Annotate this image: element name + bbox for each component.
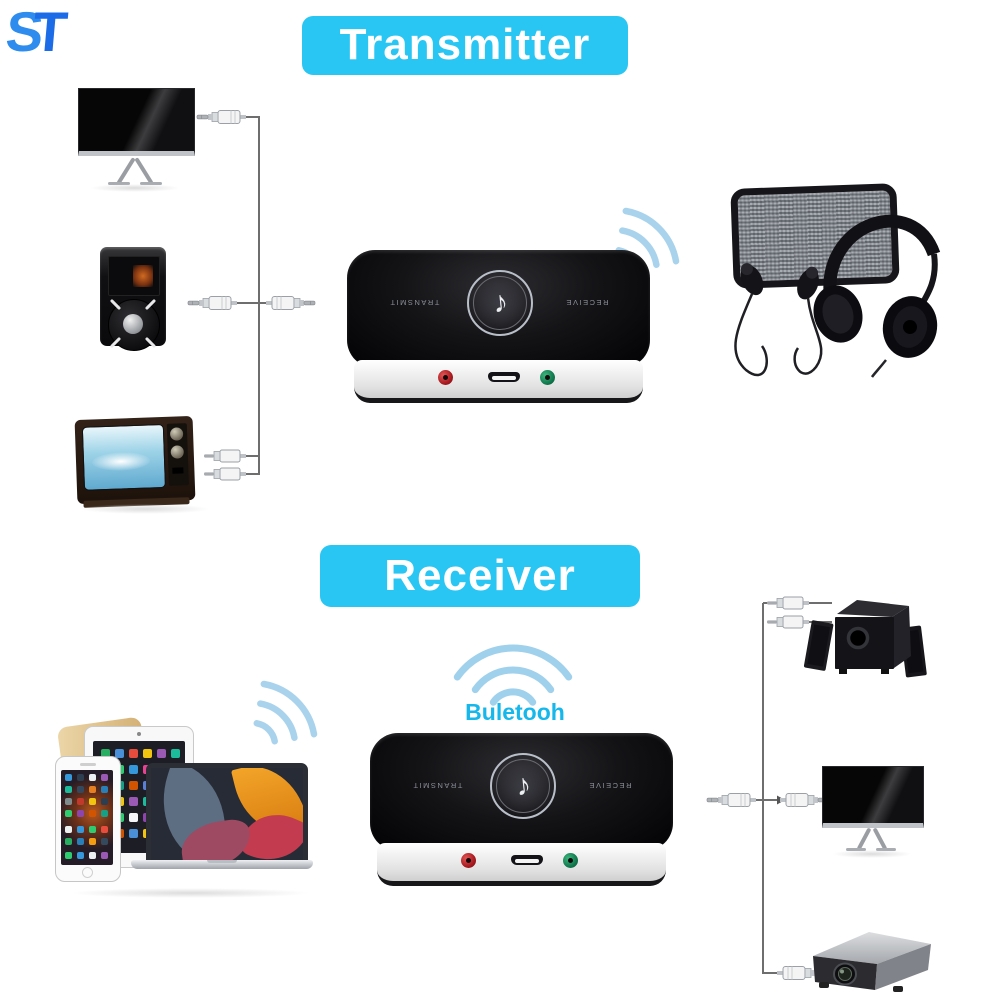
- aux-jack-plug-icon: [187, 296, 238, 310]
- aux-jack-plug-icon: [196, 110, 247, 124]
- app-icons-grid: [101, 749, 110, 758]
- iphone-earpiece: [80, 763, 96, 766]
- receive-mode-label: RECEIVE: [587, 781, 631, 790]
- mp3-screen: [108, 256, 160, 296]
- subwoofer-port: [846, 626, 870, 650]
- monitor-stand-foot: [108, 182, 130, 185]
- audio-out-port-green: [540, 370, 555, 385]
- rca-plug-icon: [203, 467, 247, 481]
- tablet-camera: [137, 732, 141, 736]
- pc-monitor: [78, 88, 195, 156]
- receive-mode-label: RECEIVE: [564, 298, 608, 307]
- app-icons-grid: [65, 774, 72, 781]
- bluetooth-label: Buletooh: [465, 699, 565, 725]
- tv-knob: [169, 427, 184, 441]
- tv-screen-glare: [91, 451, 151, 472]
- projector: [813, 932, 931, 992]
- micro-usb-port: [488, 372, 520, 382]
- audio-out-port-green: [563, 853, 578, 868]
- transmitter-cables: [231, 116, 272, 475]
- transmit-mode-label: TRANSMIT: [412, 781, 463, 790]
- shadow: [90, 184, 180, 192]
- micro-usb-port: [511, 855, 543, 865]
- audio-in-port-red: [461, 853, 476, 868]
- iphone: [55, 756, 121, 882]
- headphones: [813, 214, 941, 378]
- music-note-icon: ♪: [513, 768, 533, 803]
- shadow: [832, 850, 912, 858]
- satellite-speaker: [803, 620, 834, 671]
- wifi-waves-icon: [253, 680, 318, 745]
- tv-vent: [172, 467, 184, 474]
- tv-control-panel: [166, 423, 189, 486]
- monitor-stand-foot: [140, 182, 162, 185]
- aux-jack-plug-icon: [265, 296, 316, 310]
- transmitter-title: Transmitter: [302, 16, 628, 75]
- shadow: [70, 888, 310, 898]
- transmit-mode-label: TRANSMIT: [389, 298, 440, 307]
- device-top-face: TRANSMIT RECEIVE ♪: [370, 733, 673, 851]
- device-front-band: [377, 843, 666, 886]
- speaker-system: [803, 600, 927, 678]
- aux-jack-plug-icon: [706, 793, 757, 807]
- audio-in-port-red: [438, 370, 453, 385]
- iphone-screen: [61, 770, 113, 865]
- music-note-icon: ♪: [490, 285, 510, 320]
- monitor-stand-foot: [846, 848, 866, 851]
- device-logo-ring: ♪: [490, 753, 556, 819]
- laptop-screen: [146, 763, 308, 868]
- rca-plug-icon: [203, 449, 247, 463]
- device-top-face: TRANSMIT RECEIVE ♪: [347, 250, 650, 368]
- monitor-stand-foot: [876, 848, 896, 851]
- mp3-player: [100, 247, 166, 351]
- device-front-band: [354, 360, 643, 403]
- pc-monitor: [822, 766, 924, 828]
- receiver-title: Receiver: [320, 545, 640, 607]
- bluetooth-transmitter-device: TRANSMIT RECEIVE ♪: [347, 250, 650, 410]
- mp3-wheel-center: [123, 314, 143, 334]
- bluetooth-receiver-device: TRANSMIT RECEIVE ♪: [370, 733, 673, 893]
- shadow: [80, 504, 210, 514]
- laptop-base: [131, 860, 313, 869]
- device-logo-ring: ♪: [467, 270, 533, 336]
- iphone-home-button: [82, 867, 93, 878]
- crt-tv: [74, 415, 196, 508]
- earbuds: [734, 263, 823, 377]
- tv-knob: [170, 445, 184, 459]
- tv-screen: [81, 423, 166, 491]
- wifi-waves-icon: [453, 644, 573, 706]
